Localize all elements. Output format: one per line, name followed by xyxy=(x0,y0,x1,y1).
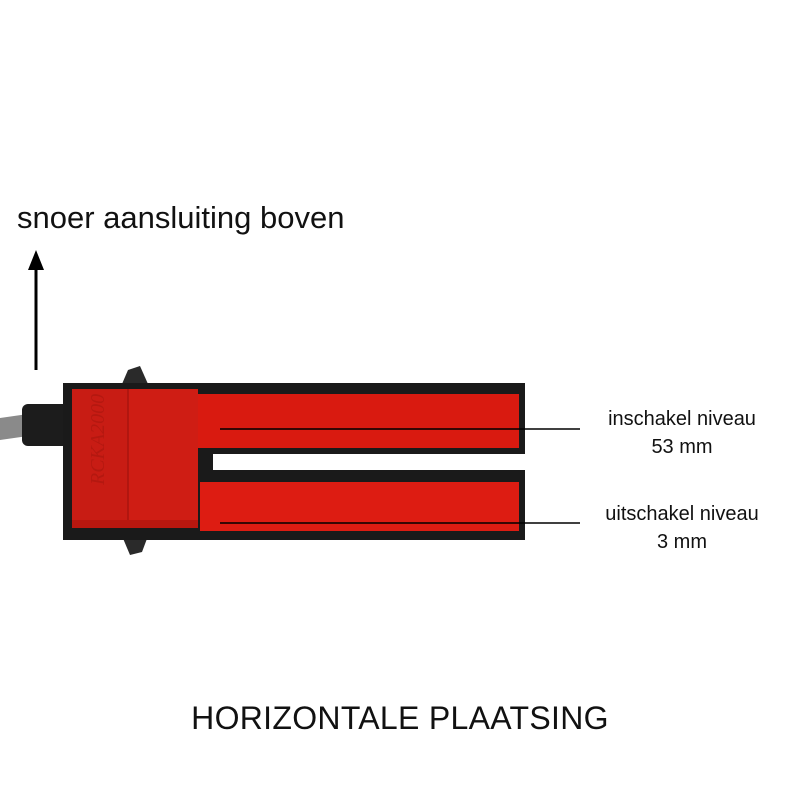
switch-on-value: 53 mm xyxy=(651,436,713,458)
product-logo: RCKA2000 xyxy=(87,394,109,486)
mounting-tab-bottom xyxy=(122,536,148,555)
switch-on-annotation: inschakel niveau 53 mm xyxy=(572,405,792,461)
mounting-tab-top xyxy=(122,366,148,384)
switch-on-title: inschakel niveau xyxy=(608,408,756,430)
switch-off-title: uitschakel niveau xyxy=(605,503,759,525)
sensor-top-arm xyxy=(196,394,519,448)
cable-connection-label: snoer aansluiting boven xyxy=(17,200,345,235)
arrow-up-icon xyxy=(28,250,44,370)
switch-off-annotation: uitschakel niveau 3 mm xyxy=(572,500,792,556)
cable xyxy=(0,404,70,446)
switch-off-value: 3 mm xyxy=(657,531,707,553)
placement-title: HORIZONTALE PLAATSING xyxy=(191,700,609,736)
